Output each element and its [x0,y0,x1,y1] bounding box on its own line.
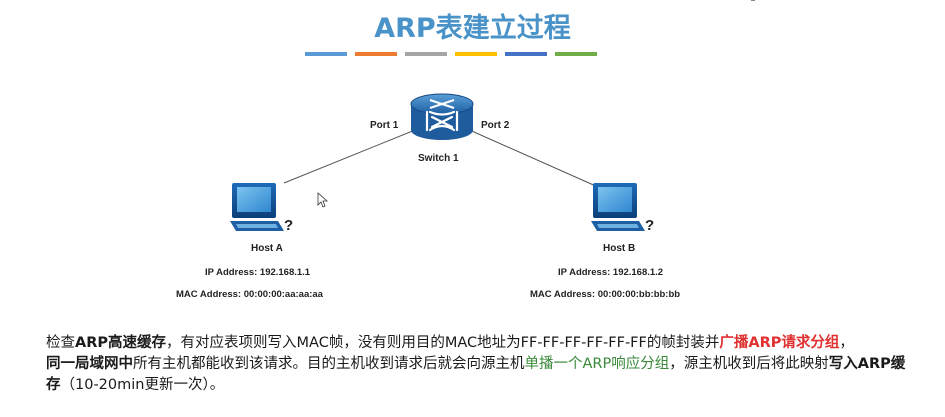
color-bar [355,52,397,56]
network-diagram: ? ? [230,93,654,234]
host-b-label: Host B [603,243,636,254]
text-bold: 写入ARP缓存 [46,356,906,393]
color-bar [505,52,547,56]
text-segment: ，有对应表项则写入MAC帧，没有则用目的MAC地址为FF-FF-FF-FF-FF… [166,335,720,351]
color-bar [305,52,347,56]
host-a-mac: MAC Address: 00:00:00:aa:aa:aa [176,289,323,300]
text-highlight-red: 广播ARP请求分组 [719,335,840,351]
text-highlight-green: 单播一个ARP响应分组 [524,356,670,372]
color-bar [555,52,597,56]
text-bold: ARP高速缓存 [75,335,167,351]
host-a-ip: IP Address: 192.168.1.1 [205,267,311,278]
text-bold: 同一局域网中 [46,356,133,372]
computer-icon: ? [230,183,293,234]
explanation-paragraph: 检查ARP高速缓存，有对应表项则写入MAC帧，没有则用目的MAC地址为FF-FF… [46,333,906,396]
link-host-b [464,127,599,188]
computer-icon: ? [591,183,654,234]
text-segment: 所有主机都能收到该请求。目的主机收到请求后就会向源主机 [133,356,525,372]
switch-label: Switch 1 [418,153,459,164]
svg-text:?: ? [284,217,293,234]
svg-text:?: ? [645,217,654,234]
host-b-mac: MAC Address: 00:00:00:bb:bb:bb [530,289,681,300]
link-host-a [283,127,421,184]
text-segment: 检查 [46,335,75,351]
color-bar-strip [305,52,597,56]
host-a-label: Host A [251,243,283,254]
page-title: ARP表建立过程 [374,13,571,44]
text-segment: ， [839,335,854,351]
corner-mark [751,0,755,1]
cursor-icon [317,192,329,208]
port-1-label: Port 1 [370,120,399,131]
router-switch-icon [410,93,474,140]
color-bar [455,52,497,56]
port-2-label: Port 2 [481,120,510,131]
color-bar [405,52,447,56]
host-b-ip: IP Address: 192.168.1.2 [558,267,664,278]
text-segment: （10-20min更新一次）。 [60,377,225,393]
text-segment: ，源主机收到后将此映射 [669,356,829,372]
